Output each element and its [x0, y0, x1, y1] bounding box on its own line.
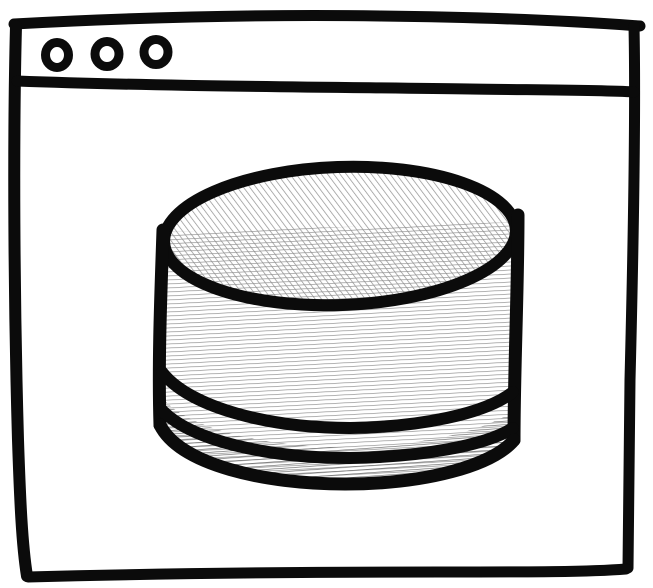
window-bottom-edge: [28, 569, 626, 577]
database-cylinder-icon: [159, 161, 518, 484]
window-top-edge: [14, 15, 640, 26]
cylinder-left-side: [159, 230, 163, 425]
cylinder-right-side: [514, 215, 518, 440]
window-controls: [46, 40, 169, 68]
title-bar-divider: [17, 81, 634, 92]
window-right-edge: [628, 26, 635, 568]
window-dot-close[interactable]: [46, 43, 69, 68]
window-dot-minimize[interactable]: [95, 42, 119, 67]
window-left-edge: [14, 26, 27, 576]
window-dot-maximize[interactable]: [144, 40, 168, 65]
